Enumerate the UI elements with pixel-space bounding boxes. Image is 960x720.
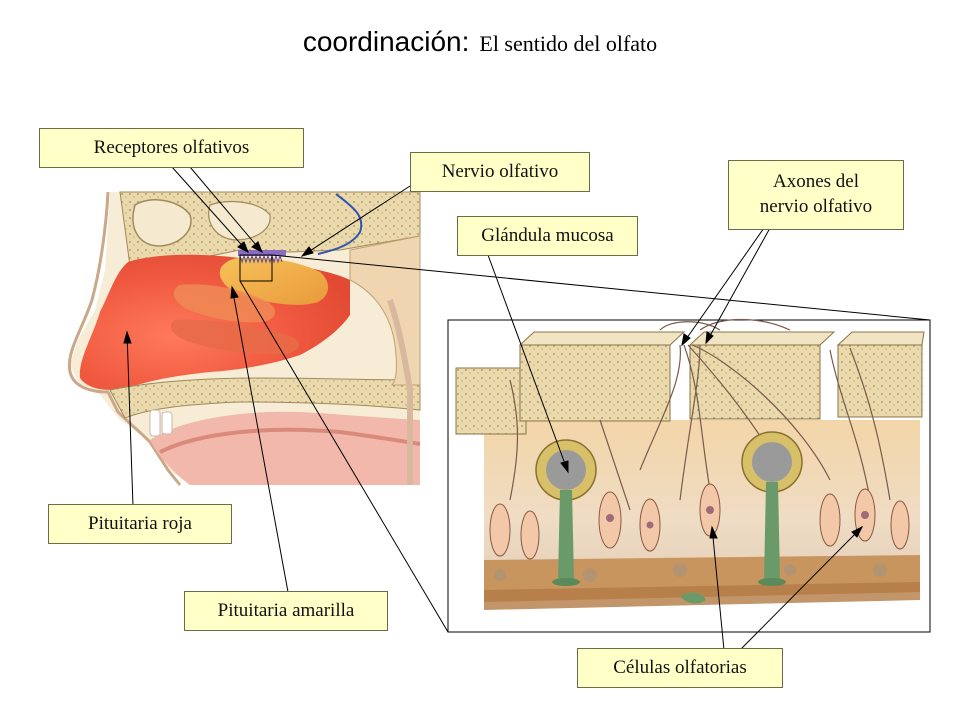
bone-block <box>519 344 671 422</box>
arrowhead <box>251 241 263 254</box>
pointer-arrows <box>123 166 864 651</box>
label-pituitaria-roja: Pituitaria roja <box>48 504 232 544</box>
zoom-region-box <box>239 254 273 282</box>
arrowhead <box>681 333 691 347</box>
label-axones-line1: Axones del <box>772 171 859 193</box>
bone-top <box>836 331 925 346</box>
epithelium-inset <box>447 318 931 633</box>
arrowhead <box>300 246 314 257</box>
arrow-pituitaria-roja <box>126 331 134 507</box>
olfactory-cells <box>489 483 910 560</box>
label-pituitaria-amarilla: Pituitaria amarilla <box>184 591 388 631</box>
arrowhead <box>705 331 714 345</box>
pharynx <box>387 299 413 485</box>
gland-droplet <box>680 592 706 604</box>
bone-top <box>688 331 836 346</box>
label-axones-nervio-olfativo: Axones del nervio olfativo <box>728 160 904 230</box>
zoom-connectors <box>239 254 931 633</box>
upper-tooth <box>149 409 161 437</box>
bone-top <box>518 331 686 346</box>
arrowhead <box>123 330 132 344</box>
turbinate-lower <box>170 319 300 355</box>
label-glandula-mucosa: Glándula mucosa <box>457 216 638 256</box>
arrow-glandula <box>487 254 569 473</box>
arrowhead <box>560 460 569 474</box>
hard-palate <box>109 377 421 419</box>
page-title: coordinación: El sentido del olfato <box>0 26 960 58</box>
arrowhead <box>230 285 239 299</box>
mucous-gland <box>741 431 803 586</box>
arrow-pituitaria-amarilla <box>231 286 289 593</box>
basal-nuclei <box>494 563 887 582</box>
arrow-axones-2 <box>705 227 771 344</box>
arrow-receptores-2 <box>189 166 263 253</box>
arrow-celulas-1 <box>711 526 725 651</box>
arrowhead <box>851 525 864 538</box>
arrow-nervio <box>301 185 411 257</box>
arrow-receptores-1 <box>171 166 249 253</box>
label-nervio-olfativo: Nervio olfativo <box>410 152 590 192</box>
axon-fibers <box>509 318 891 511</box>
tongue-edge <box>159 427 421 454</box>
title-subtitle: El sentido del olfato <box>479 31 658 56</box>
head-cross-section <box>67 191 421 486</box>
label-axones-line2: nervio olfativo <box>759 196 873 217</box>
bone-block <box>837 344 923 418</box>
arrowhead <box>237 241 249 254</box>
oral-cavity <box>150 411 420 485</box>
arrow-axones-1 <box>681 227 765 346</box>
title-main: coordinación: <box>302 26 470 57</box>
turbinate-middle <box>173 284 276 323</box>
receptor-cilia <box>239 254 283 264</box>
upper-tooth <box>161 411 173 435</box>
olfactory-nerve-blue <box>317 193 363 255</box>
bone-block <box>455 367 527 435</box>
bone-block <box>689 344 821 420</box>
label-celulas-olfatorias: Células olfatorias <box>577 648 783 688</box>
cell-nuclei <box>606 506 869 529</box>
frontal-sinus <box>132 199 192 247</box>
label-receptores-olfativos: Receptores olfativos <box>39 128 304 168</box>
receptor-strip <box>238 250 286 256</box>
ethmoid-sinus <box>208 200 271 241</box>
arrowhead <box>709 525 718 539</box>
arrow-celulas-2 <box>739 526 863 651</box>
